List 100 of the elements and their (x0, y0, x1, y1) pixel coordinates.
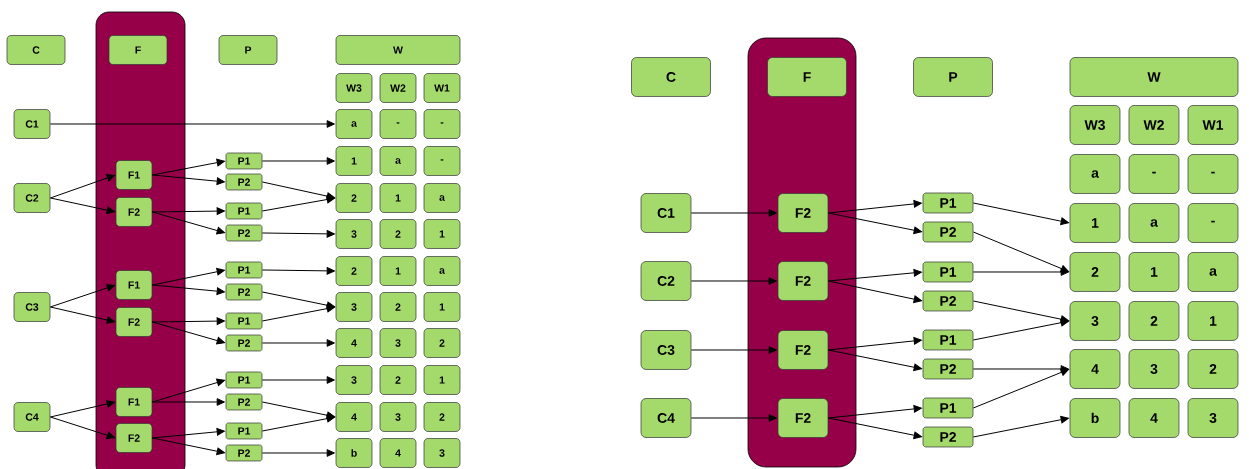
arrow (151, 158, 225, 176)
column-header: W3 (1069, 105, 1121, 145)
column-header: W1 (423, 73, 461, 103)
process-box: F2 (777, 330, 829, 370)
process-box: C2 (13, 183, 51, 213)
process-box: P1 (225, 422, 263, 440)
table-cell: 2 (423, 328, 461, 358)
table-cell: 2 (379, 365, 417, 395)
header-box: F (108, 35, 168, 65)
arrow (261, 304, 335, 322)
header-box: P (913, 57, 993, 97)
arrow (49, 174, 115, 199)
table-cell: 3 (335, 365, 373, 395)
column-header: W3 (335, 73, 373, 103)
arrow (151, 174, 225, 186)
table-cell: 1 (379, 183, 417, 213)
process-box: C4 (640, 398, 692, 438)
arrow (827, 337, 922, 351)
table-cell: 2 (1128, 301, 1180, 341)
table-cell: 2 (379, 292, 417, 322)
arrow (827, 280, 922, 303)
column-header: W2 (379, 73, 417, 103)
process-box: F1 (115, 270, 153, 300)
arrow (690, 346, 777, 354)
arrow (49, 120, 335, 128)
arrow (827, 405, 922, 419)
process-box: F2 (777, 398, 829, 438)
arrow (827, 349, 922, 372)
table-cell: 4 (335, 402, 373, 432)
arrow (261, 267, 335, 275)
arrow (261, 414, 335, 432)
table-cell: a (1069, 154, 1121, 194)
table-cell: 2 (379, 219, 417, 249)
process-box: P1 (922, 261, 974, 283)
arrow (827, 417, 922, 440)
table-cell: b (1069, 398, 1121, 438)
process-box: C1 (13, 109, 51, 139)
process-box: P1 (225, 312, 263, 330)
arrow (690, 209, 777, 217)
arrow (261, 376, 335, 384)
table-cell: 3 (335, 292, 373, 322)
process-box: P2 (922, 426, 974, 448)
arrow (261, 449, 335, 457)
table-cell: 1 (423, 219, 461, 249)
header-box: W (1069, 57, 1239, 97)
column-header: W2 (1128, 105, 1180, 145)
process-box: P1 (922, 329, 974, 351)
process-box: P2 (922, 290, 974, 312)
process-box: C2 (640, 261, 692, 301)
arrow (261, 195, 335, 212)
table-cell: - (423, 146, 461, 176)
process-box: P1 (922, 397, 974, 419)
arrow (972, 368, 1069, 409)
arrow (49, 197, 115, 214)
arrow (151, 267, 225, 286)
arrow (151, 398, 225, 406)
process-box: P1 (225, 152, 263, 170)
table-cell: a (1187, 252, 1239, 292)
arrow (49, 400, 115, 418)
table-cell: a (379, 146, 417, 176)
table-cell: 1 (379, 256, 417, 286)
table-cell: 3 (423, 438, 461, 468)
arrow (972, 202, 1069, 226)
table-cell: 1 (423, 365, 461, 395)
table-cell: 2 (1187, 349, 1239, 389)
arrow (972, 318, 1069, 341)
process-box: F2 (115, 197, 153, 227)
table-cell: 2 (335, 256, 373, 286)
arrow (151, 437, 225, 456)
table-cell: 2 (1069, 252, 1121, 292)
table-cell: 2 (423, 402, 461, 432)
process-box: P1 (225, 261, 263, 279)
table-cell: - (1128, 154, 1180, 194)
table-cell: a (1128, 203, 1180, 243)
arrow (261, 339, 335, 347)
process-box: P1 (922, 192, 974, 214)
table-cell: 1 (1128, 252, 1180, 292)
table-cell: - (379, 109, 417, 139)
process-box: F2 (777, 193, 829, 233)
process-box: F2 (115, 307, 153, 337)
arrow (827, 268, 922, 282)
arrow (972, 415, 1069, 438)
table-cell: 3 (1069, 301, 1121, 341)
table-cell: 4 (379, 438, 417, 468)
process-box: P1 (225, 202, 263, 220)
arrow (151, 284, 225, 295)
table-cell: - (423, 109, 461, 139)
table-cell: 1 (1187, 301, 1239, 341)
arrow (151, 321, 225, 345)
arrow (261, 157, 335, 165)
process-box: F2 (115, 423, 153, 453)
table-cell: 1 (1069, 203, 1121, 243)
process-box: P2 (225, 334, 263, 352)
table-cell: a (423, 256, 461, 286)
table-cell: 3 (1128, 349, 1180, 389)
process-box: P2 (225, 173, 263, 191)
arrow (690, 277, 777, 285)
table-cell: 2 (335, 183, 373, 213)
process-box: P2 (225, 283, 263, 301)
arrow (49, 416, 115, 440)
